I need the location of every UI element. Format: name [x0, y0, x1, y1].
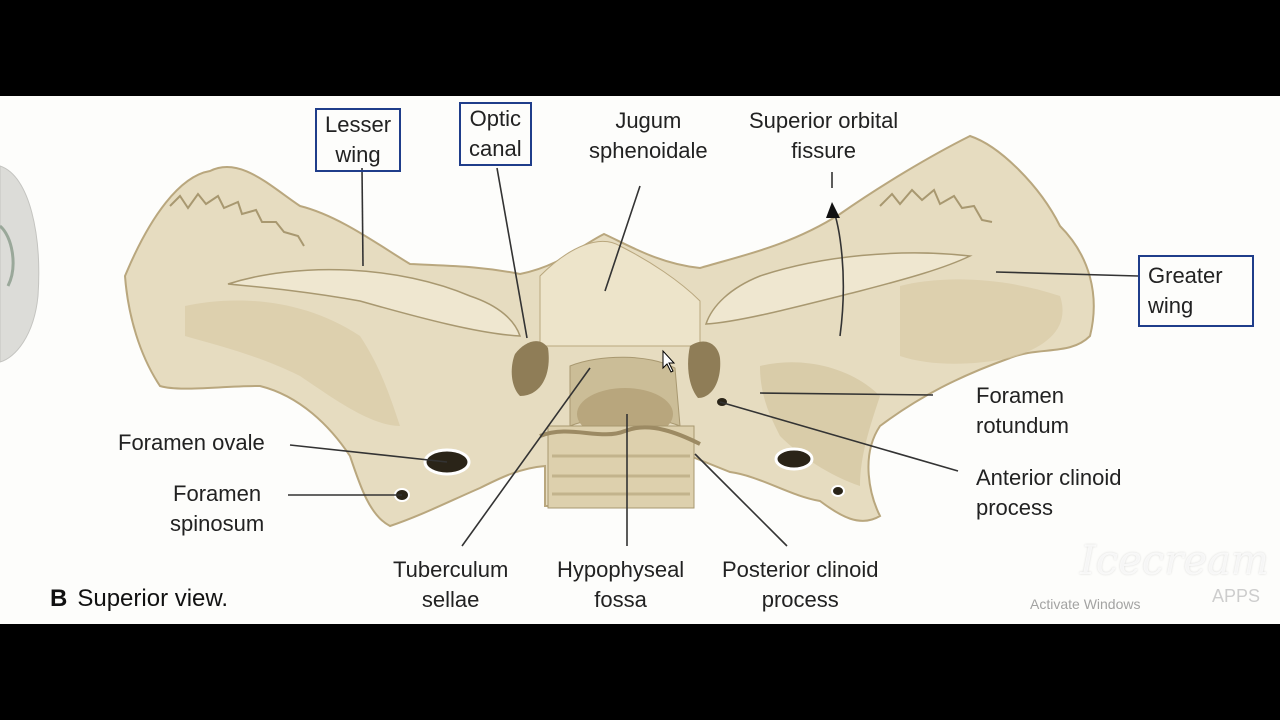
- caption-letter: B: [50, 585, 68, 612]
- diagram-stage: Lesser wing Optic canal Jugum sphenoidal…: [0, 96, 1280, 624]
- label-posterior-clinoid-process: Posterior clinoid process: [722, 557, 879, 612]
- sphenoid-illustration: [0, 134, 1139, 547]
- lesser-wing-right: [704, 252, 973, 325]
- label-foramen-spinosum: Foramen spinosum: [170, 481, 265, 536]
- caption-text: Superior view.: [77, 585, 229, 612]
- activate-windows-watermark: Activate Windows: [1030, 596, 1141, 612]
- letterbox-bottom: [0, 624, 1280, 720]
- lesser-wing-left: [227, 268, 522, 337]
- figure-caption: B Superior view.: [50, 585, 228, 613]
- fissure-arrow-icon: [826, 202, 840, 218]
- icecream-apps-watermark: APPS: [1212, 586, 1261, 606]
- icecream-logo-watermark: Icecream: [1080, 538, 1269, 584]
- label-hypophyseal-fossa: Hypophyseal fossa: [557, 557, 685, 612]
- leader-lines: [288, 167, 1139, 547]
- label-jugum-sphenoidale: Jugum sphenoidale: [589, 108, 708, 163]
- letterbox-top: [0, 0, 1280, 96]
- label-optic-canal: Optic canal: [459, 102, 532, 166]
- label-greater-wing: Greater wing: [1138, 255, 1254, 327]
- label-foramen-ovale: Foramen ovale: [118, 430, 265, 455]
- label-superior-orbital-fissure: Superior orbital fissure: [749, 108, 899, 163]
- skull-fragment: [0, 165, 40, 363]
- dorsum-block: [547, 425, 695, 509]
- label-foramen-rotundum: Foramen rotundum: [976, 383, 1069, 438]
- label-anterior-clinoid-process: Anterior clinoid process: [976, 465, 1122, 520]
- label-tuberculum-sellae: Tuberculum sellae: [393, 557, 509, 612]
- label-lesser-wing: Lesser wing: [315, 108, 402, 172]
- cursor-icon: [662, 349, 676, 373]
